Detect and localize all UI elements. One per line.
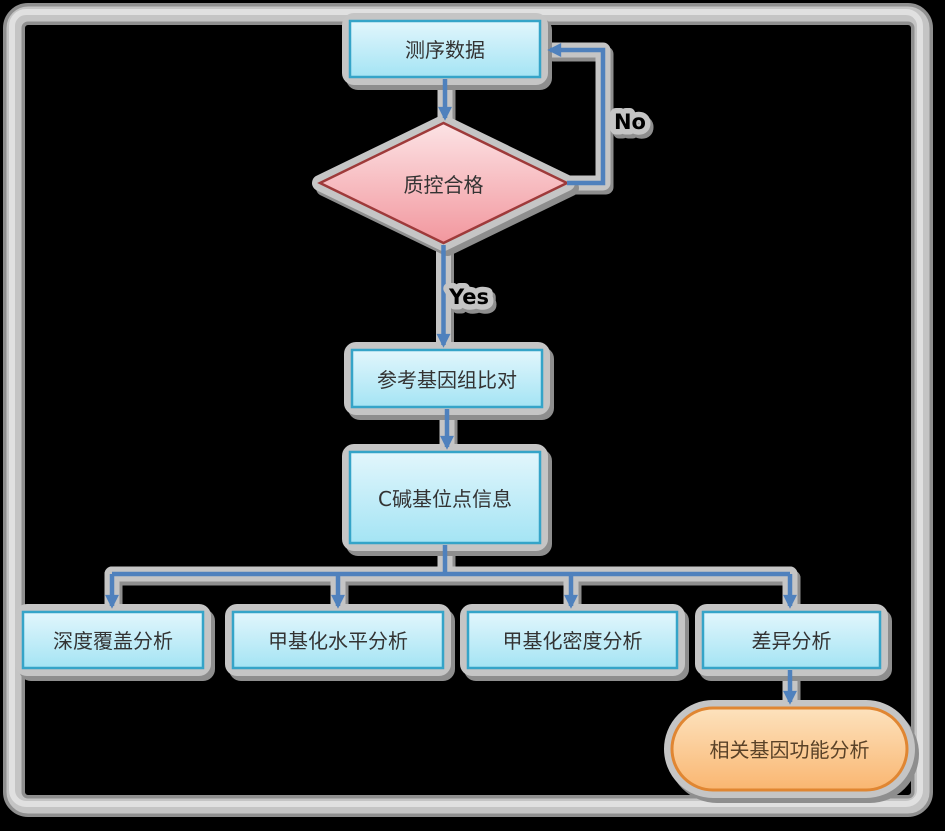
node-depth-coverage (15, 604, 215, 681)
node-box (348, 19, 542, 79)
node-depth-coverage-label: 深度覆盖分析 (53, 629, 173, 653)
node-qc-decision-label: 质控合格 (404, 173, 484, 197)
node-box (231, 610, 445, 670)
node-gene-function-analysis (664, 700, 919, 803)
node-methylation-level-label: 甲基化水平分析 (268, 629, 408, 653)
node-qc-decision (312, 115, 579, 256)
node-gene-function-analysis-label: 相关基因功能分析 (710, 738, 870, 762)
node-box (466, 610, 679, 670)
node-c-base-site-info (342, 444, 552, 556)
node-stadium (670, 706, 909, 792)
edge-label-no-shadow: No (617, 114, 649, 138)
node-methylation-density (460, 604, 689, 681)
outer-frame-highlight (9, 9, 923, 807)
node-box (350, 348, 544, 409)
node-genome-alignment-label: 参考基因组比对 (377, 368, 517, 392)
node-box (21, 610, 205, 670)
node-sequencing-data (342, 13, 552, 90)
edge-no-loop (547, 43, 606, 186)
node-genome-alignment (344, 342, 554, 420)
edge-label-yes: Yes (448, 285, 489, 309)
edge-label-yes-shadow: Yes (451, 289, 492, 313)
node-difference-analysis-label: 差异分析 (752, 629, 832, 653)
edge-label-no: No (614, 110, 646, 134)
node-box (701, 610, 882, 670)
node-box (348, 450, 542, 545)
node-methylation-density-label: 甲基化密度分析 (503, 629, 643, 653)
node-difference-analysis (695, 604, 892, 681)
node-c-base-site-info-label: C碱基位点信息 (378, 487, 512, 511)
node-diamond (317, 121, 570, 245)
node-sequencing-data-label: 测序数据 (405, 38, 485, 62)
edges (105, 43, 797, 705)
node-methylation-level (225, 604, 455, 681)
